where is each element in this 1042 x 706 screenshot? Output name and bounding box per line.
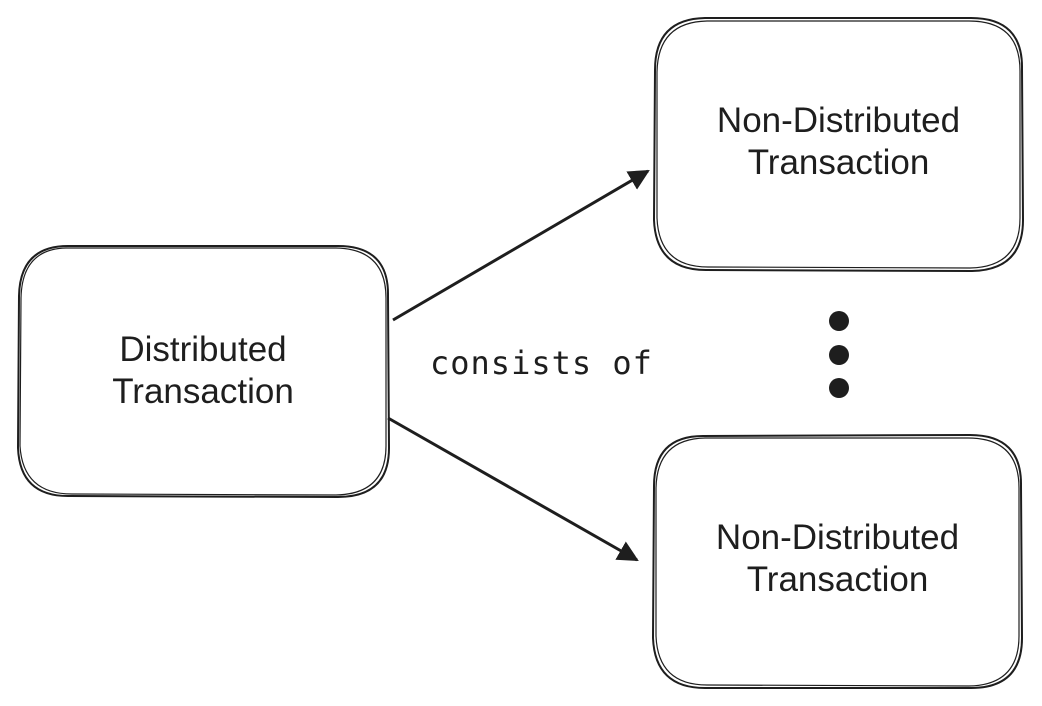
target-node-bottom-line2: Transaction [746, 560, 929, 599]
ellipsis-dot [829, 378, 849, 398]
edge-label-consists-of: consists of [430, 344, 653, 382]
arrow-to-bottom-target [387, 416, 639, 562]
source-node-line1: Distributed [119, 330, 287, 369]
ellipsis-dots [829, 311, 849, 398]
target-node-top-box [652, 17, 1025, 273]
arrow-to-top-target [392, 169, 650, 322]
ellipsis-dot [829, 345, 849, 365]
target-node-top-line2: Transaction [747, 143, 930, 182]
target-node-bottom-box [651, 433, 1024, 689]
source-node-box [16, 245, 391, 499]
target-node-bottom-label: Non-Distributed Transaction [656, 437, 1019, 685]
target-node-top-label: Non-Distributed Transaction [657, 20, 1020, 268]
target-node-bottom-line1: Non-Distributed [715, 518, 960, 557]
source-node-label: Distributed Transaction [20, 248, 386, 494]
ellipsis-dot [829, 311, 849, 331]
source-node-line2: Transaction [112, 372, 294, 411]
target-node-top-line1: Non-Distributed [716, 101, 961, 140]
